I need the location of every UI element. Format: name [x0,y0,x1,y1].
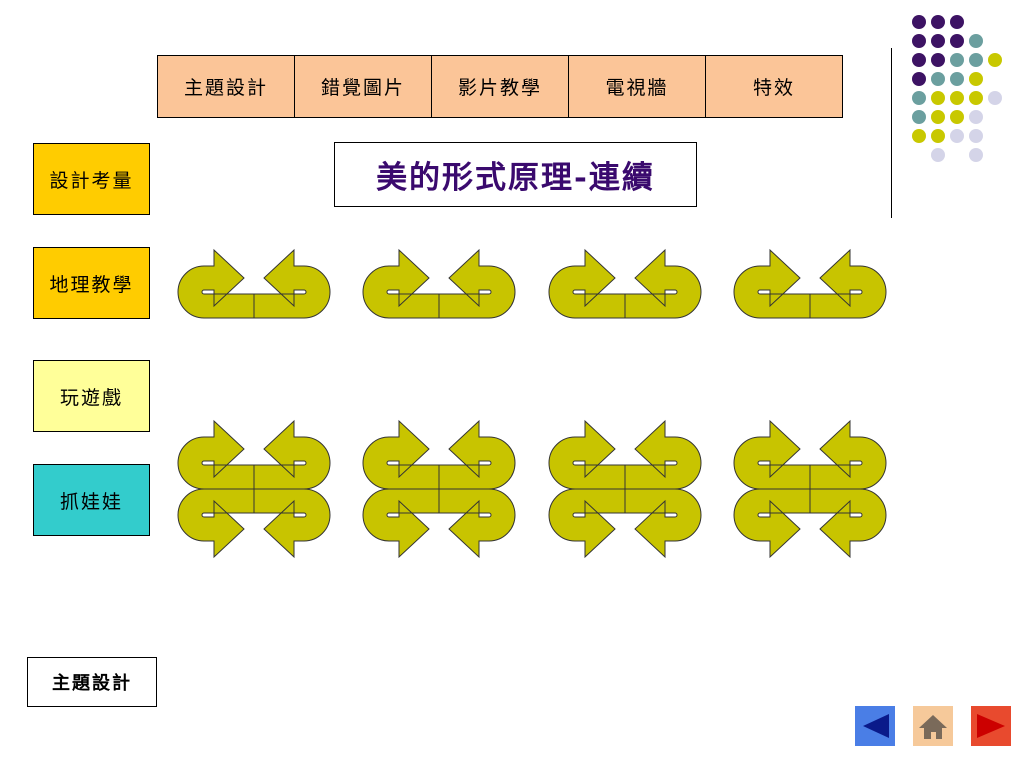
curved-arrow-shape [809,420,887,490]
curved-arrow-shape [624,488,702,558]
curved-arrow-shape [548,488,626,558]
decorative-dot [969,91,983,105]
right-arrow-icon [977,714,1005,738]
decorative-dot [912,91,926,105]
decorative-dot [912,72,926,86]
sidebar-item-geography-teaching[interactable]: 地理教學 [33,247,150,319]
curved-arrow-shape [809,249,887,319]
curved-arrow-shape [624,420,702,490]
tab-theme-design[interactable]: 主題設計 [158,56,295,117]
decorative-dot [931,91,945,105]
curved-arrow-shape [177,420,255,490]
decorative-dot [969,34,983,48]
decorative-dot [950,91,964,105]
decorative-dot [912,110,926,124]
home-icon [919,715,947,739]
decorative-dot [912,34,926,48]
decorative-dot [969,110,983,124]
tab-illusion-images[interactable]: 錯覺圖片 [295,56,432,117]
home-button[interactable] [913,706,953,746]
theme-design-link[interactable]: 主題設計 [27,657,157,707]
decorative-dot [931,72,945,86]
curved-arrow-shape [438,249,516,319]
decorative-dot [931,15,945,29]
curved-arrow-shape [624,249,702,319]
decorative-dot [969,129,983,143]
decorative-dot [931,129,945,143]
decorative-dot [950,129,964,143]
curved-arrow-shape [362,488,440,558]
decorative-dot [912,53,926,67]
decorative-dot [950,72,964,86]
decorative-dot [931,34,945,48]
decorative-dot [950,15,964,29]
left-arrow-icon [863,714,889,738]
decorative-dot [950,53,964,67]
next-button[interactable] [971,706,1011,746]
curved-arrow-shape [362,249,440,319]
top-nav: 主題設計 錯覺圖片 影片教學 電視牆 特效 [157,55,843,118]
decorative-dot [931,110,945,124]
decorative-dot [969,72,983,86]
curved-arrow-shape [253,420,331,490]
decorative-dot [950,110,964,124]
sidebar-item-claw-machine[interactable]: 抓娃娃 [33,464,150,536]
curved-arrow-shape [177,488,255,558]
curved-arrow-shape [733,249,811,319]
tab-video-tutorial[interactable]: 影片教學 [432,56,569,117]
decorative-dot [988,53,1002,67]
curved-arrow-shape [253,488,331,558]
sidebar-item-design-considerations[interactable]: 設計考量 [33,143,150,215]
curved-arrow-shape [362,420,440,490]
decorative-dot [988,91,1002,105]
decorative-dot [931,53,945,67]
curved-arrow-shape [548,420,626,490]
prev-button[interactable] [855,706,895,746]
tab-tv-wall[interactable]: 電視牆 [569,56,706,117]
divider-line [891,48,892,218]
decorative-dot [912,15,926,29]
decorative-dot-grid [912,15,1002,162]
slide-title: 美的形式原理-連續 [334,142,697,207]
curved-arrow-shape [177,249,255,319]
curved-arrow-shape [733,488,811,558]
decorative-dot [931,148,945,162]
decorative-dot [912,129,926,143]
curved-arrow-shape [253,249,331,319]
curved-arrow-shape [733,420,811,490]
decorative-dot [969,53,983,67]
tab-effects[interactable]: 特效 [752,77,795,99]
sidebar-item-play-game[interactable]: 玩遊戲 [33,360,150,432]
curved-arrow-shape [438,420,516,490]
decorative-dot [969,148,983,162]
curved-arrow-shape [809,488,887,558]
curved-arrow-shape [438,488,516,558]
curved-arrow-shape [548,249,626,319]
decorative-dot [950,34,964,48]
